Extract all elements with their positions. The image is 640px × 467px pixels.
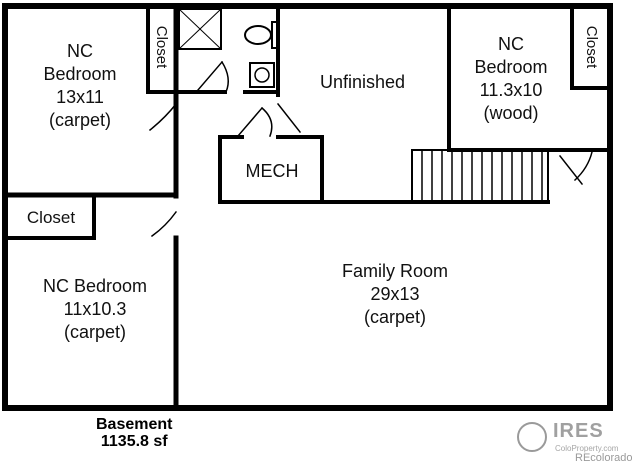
- watermark-credit: REcolorado: [575, 452, 633, 464]
- closet-top-left-label: Closet: [152, 12, 170, 82]
- shower: [178, 8, 222, 50]
- stairs: [411, 149, 549, 203]
- plan-area: 1135.8 sf: [100, 433, 168, 450]
- bedroom-left-label: NC Bedroom 11x10.3 (carpet): [20, 275, 170, 344]
- closet-top-right-label: Closet: [582, 12, 600, 82]
- plan-caption: Basement 1135.8 sf: [96, 416, 172, 450]
- room-line: Bedroom: [474, 57, 548, 77]
- closet-left-label: Closet: [8, 206, 94, 229]
- bedroom-top-right-label: NC Bedroom 11.3x10 (wood): [455, 33, 567, 125]
- watermark-logo: IRES: [553, 420, 604, 442]
- unfinished-label: Unfinished: [300, 71, 425, 94]
- room-size: 11x10.3: [63, 299, 127, 319]
- room-floor: (carpet): [48, 110, 111, 130]
- room-size: 13x11: [56, 87, 104, 107]
- door-swing: [150, 210, 178, 238]
- door-swing: [196, 60, 224, 92]
- family-room-label: Family Room 29x13 (carpet): [310, 260, 480, 329]
- mech-label: MECH: [224, 160, 320, 183]
- ires-logo-icon: [517, 422, 547, 452]
- room-line: Bedroom: [43, 64, 117, 84]
- room-line: NC: [498, 34, 524, 54]
- watermark: IRES ColoProperty.com REcolorado: [517, 418, 637, 464]
- room-name: MECH: [245, 161, 299, 181]
- room-line: NC: [67, 41, 93, 61]
- room-name: Family Room: [341, 261, 448, 281]
- room-name: Closet: [153, 25, 170, 69]
- room-name: Closet: [26, 208, 76, 227]
- room-size: 29x13: [370, 284, 420, 304]
- outer-wall: [2, 3, 613, 411]
- toilet-bowl: [244, 25, 272, 45]
- room-floor: (carpet): [363, 307, 426, 327]
- room-name: Closet: [583, 25, 600, 69]
- room-floor: (wood): [483, 103, 539, 123]
- door-swing: [276, 102, 302, 134]
- room-floor: (carpet): [63, 322, 126, 342]
- room-name: Unfinished: [319, 72, 406, 92]
- door-swing: [148, 102, 178, 132]
- room-line: NC Bedroom: [42, 276, 148, 296]
- room-size: 11.3x10: [479, 80, 543, 100]
- door-swing: [236, 106, 264, 138]
- watermark-sub: ColoProperty.com: [555, 444, 619, 453]
- plan-title: Basement: [96, 416, 173, 433]
- sink: [249, 62, 275, 88]
- bedroom-top-left-label: NC Bedroom 13x11 (carpet): [20, 40, 140, 132]
- toilet-tank: [271, 21, 279, 49]
- door-swing: [573, 151, 593, 182]
